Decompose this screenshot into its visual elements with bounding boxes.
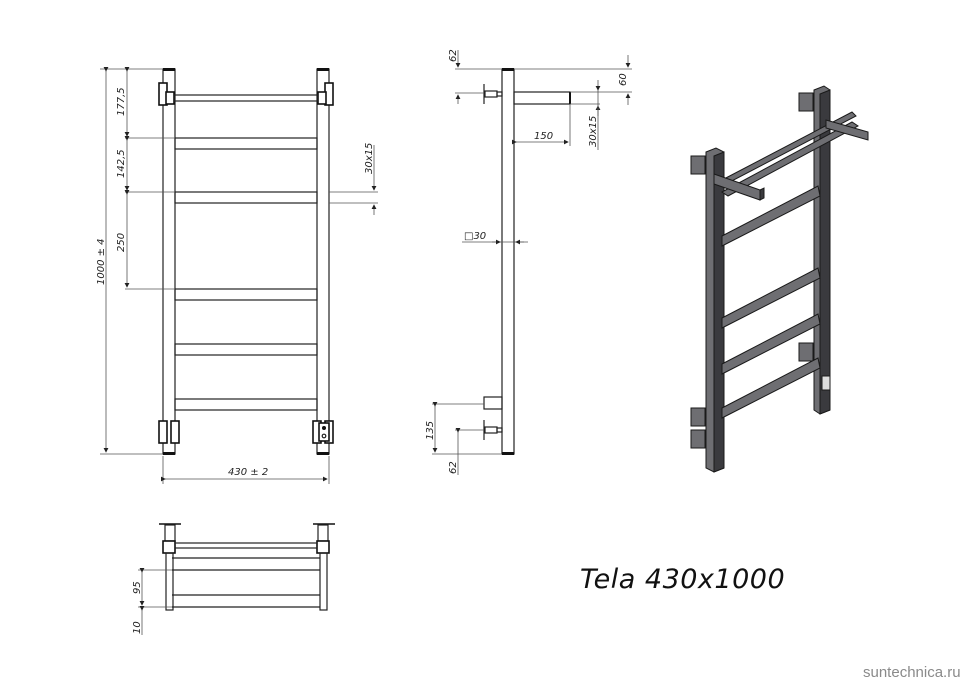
dim-width: 430 ± 2 — [228, 467, 268, 478]
dim-shelf-section: 30x15 — [588, 116, 599, 147]
front-view: 1000 ± 4 177,5 142,5 250 30x15 430 ± 2 — [96, 67, 378, 484]
dim-second-segment: 142,5 — [116, 149, 127, 178]
dim-overall-height: 1000 ± 4 — [96, 238, 107, 285]
isometric-view — [690, 85, 869, 473]
dim-shelf-offset: 60 — [618, 73, 629, 86]
dim-bar-section: 30x15 — [364, 143, 375, 174]
dim-third-segment: 250 — [116, 233, 127, 252]
dim-post-section: □30 — [464, 231, 486, 242]
top-view: 95 10 — [132, 523, 335, 635]
side-view: 62 60 30x15 150 □30 135 62 — [425, 49, 632, 475]
dim-shelf-depth: 150 — [534, 131, 553, 142]
dim-bottom-bracket: 135 — [425, 421, 436, 440]
dim-top-mount: 62 — [448, 49, 459, 62]
dim-rail-spacing: 95 — [132, 581, 143, 594]
dim-top-segment: 177,5 — [116, 87, 127, 116]
product-title: Tela 430x1000 — [580, 564, 786, 595]
dim-rail-offset: 10 — [132, 621, 143, 634]
dim-bottom-mount: 62 — [448, 461, 459, 474]
watermark: suntechnica.ru — [863, 664, 961, 681]
